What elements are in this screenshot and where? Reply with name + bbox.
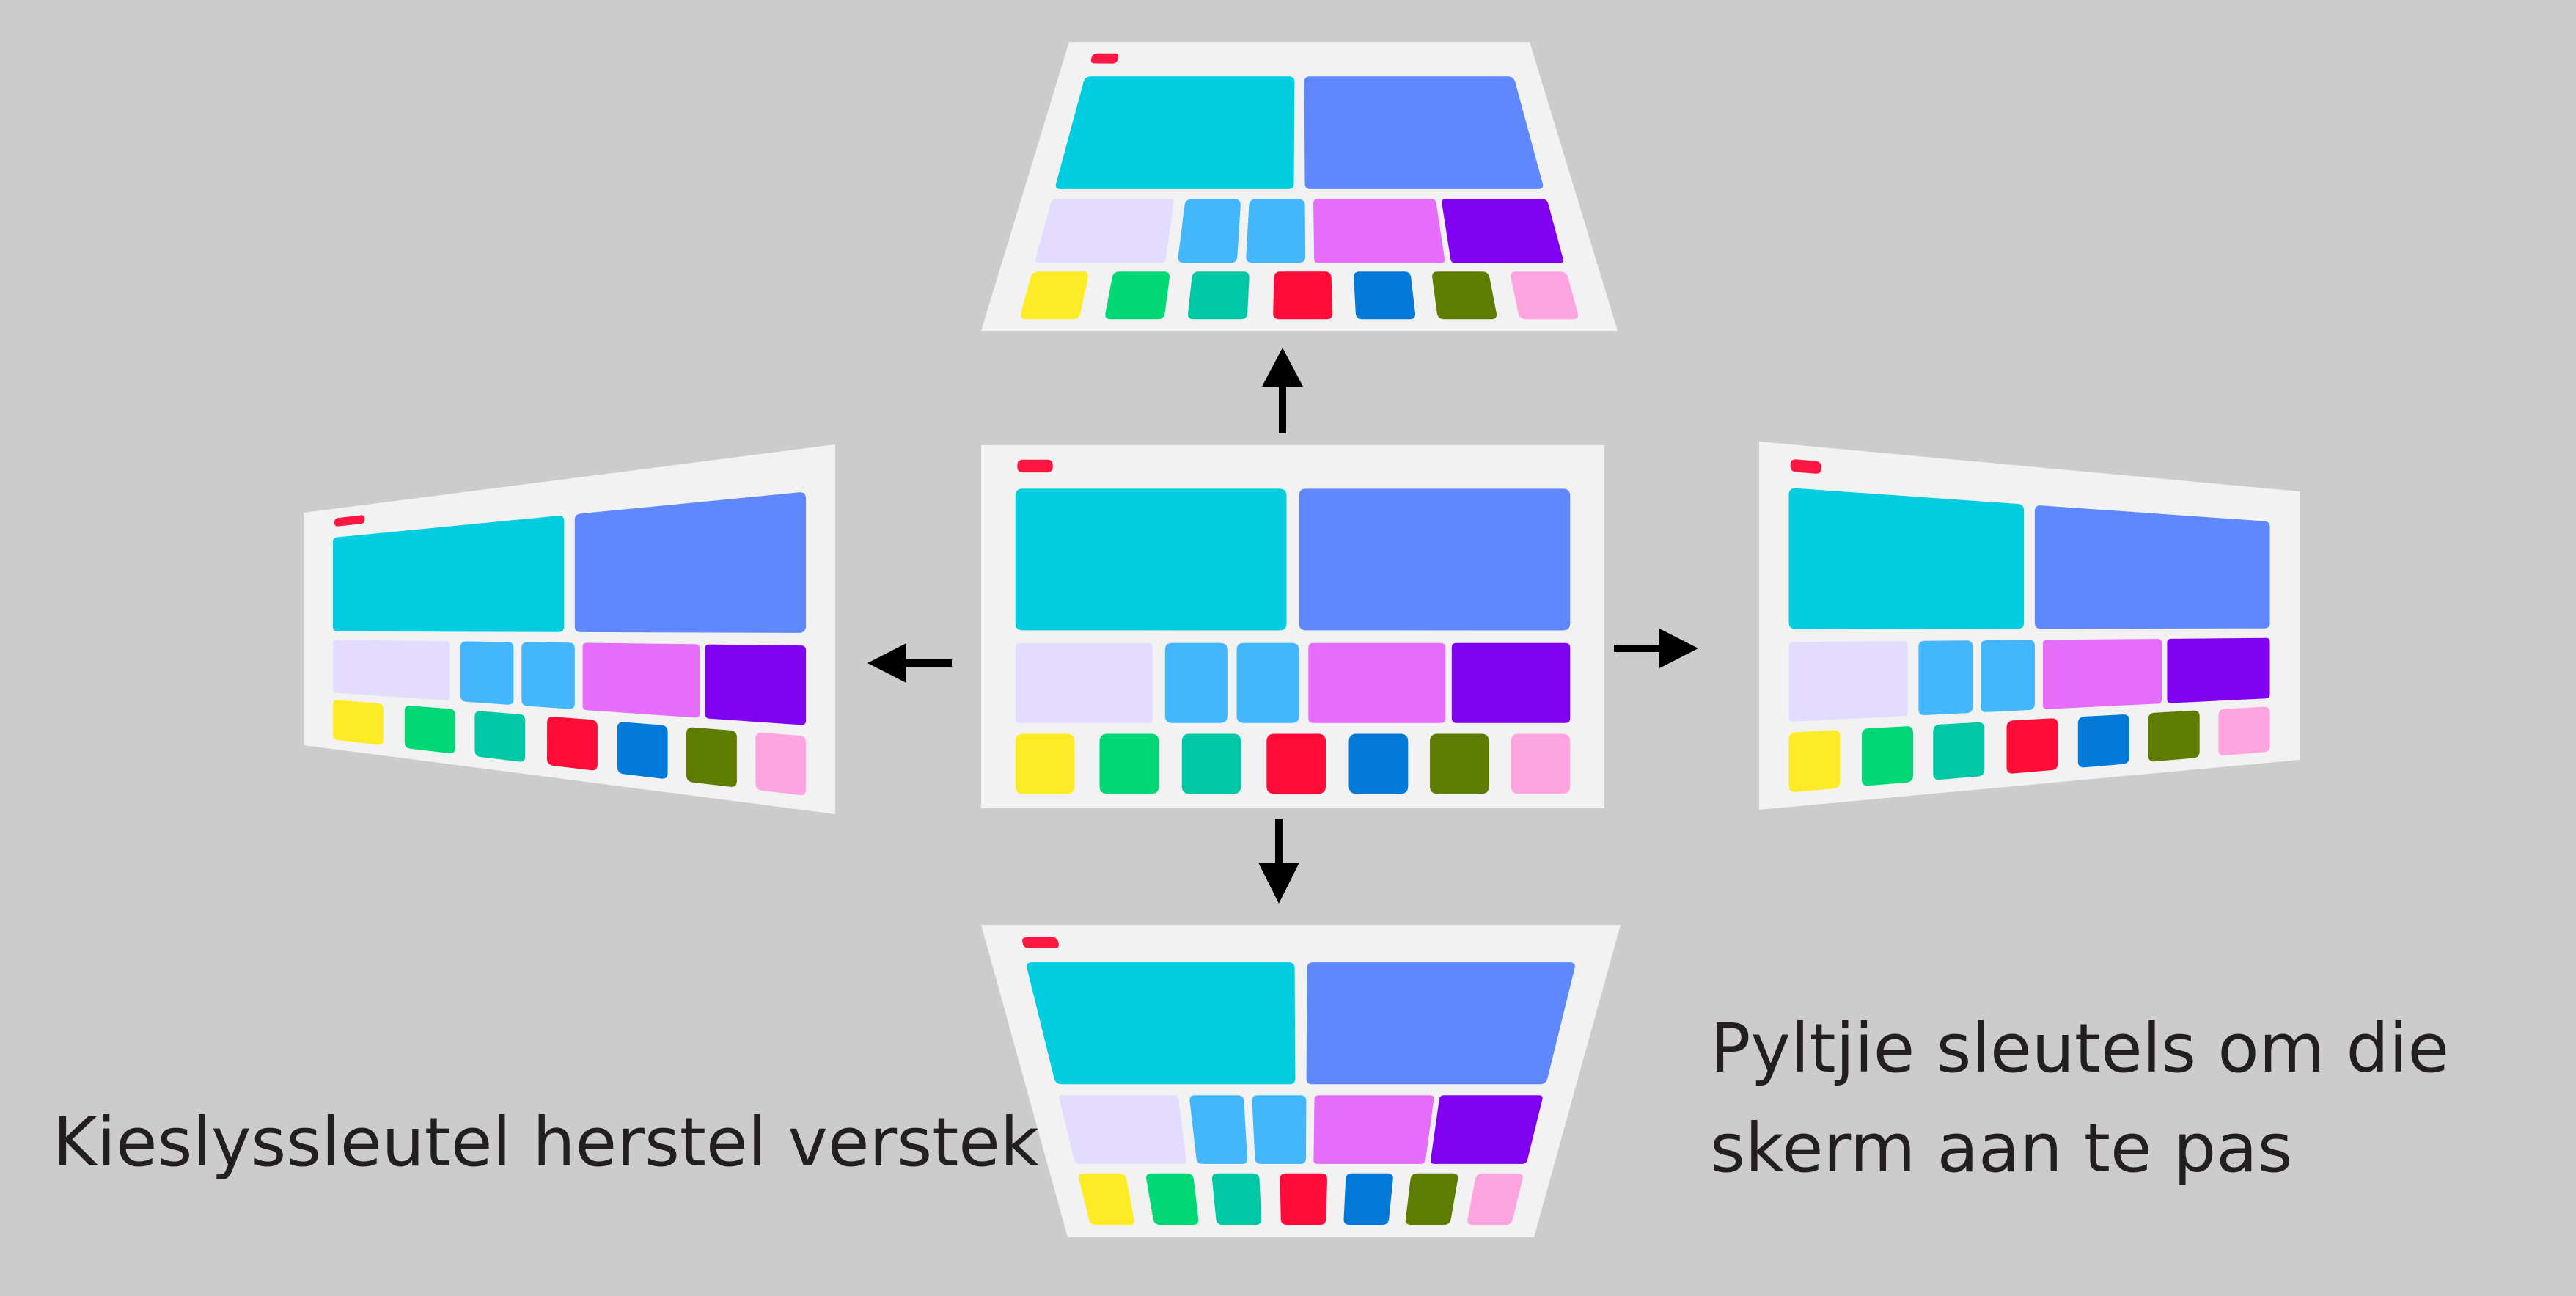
screen-keystone-right xyxy=(1759,442,2300,810)
tile-bottom-red xyxy=(2006,718,2058,774)
tile-bottom-red xyxy=(1273,271,1333,320)
tile-top-left-panel xyxy=(1015,488,1287,631)
tile-mid-purple xyxy=(1451,642,1571,723)
tile-bottom-yellow xyxy=(332,700,384,745)
screen-keystone-down xyxy=(981,925,1621,1237)
tile-mid-sky-2 xyxy=(1246,199,1306,263)
tile-top-right-panel xyxy=(574,492,807,633)
tile-bottom-green xyxy=(1099,733,1159,794)
tile-mid-sky-1 xyxy=(1164,642,1228,723)
tile-bottom-blue xyxy=(1343,1173,1393,1225)
arrow-up-icon xyxy=(1262,348,1303,433)
tile-mid-lilac xyxy=(1035,199,1174,263)
tile-bottom-blue xyxy=(617,722,668,779)
tile-mid-sky-2 xyxy=(1252,1095,1307,1164)
tile-bottom-teal xyxy=(1933,722,1985,780)
tile-bottom-teal xyxy=(474,711,526,762)
tile-bottom-red xyxy=(1280,1173,1328,1225)
tile-bottom-lightpink xyxy=(1511,733,1571,794)
arrow-keys-caption: Pyltjie sleutels om die skerm aan te pas xyxy=(1710,999,2449,1198)
tile-mid-purple xyxy=(2167,637,2270,703)
tile-bottom-lightpink xyxy=(2218,706,2270,756)
tile-top-right-panel xyxy=(1304,76,1544,189)
tile-bottom-yellow xyxy=(1079,1173,1134,1225)
tile-mid-pink xyxy=(1308,642,1446,723)
screen-indicator xyxy=(1090,53,1119,64)
screen-indicator xyxy=(1022,937,1059,948)
screen-indicator xyxy=(1017,459,1053,473)
tile-bottom-olive xyxy=(1432,271,1497,320)
reset-default-caption: Kieslyssleutel herstel verstek xyxy=(53,1103,1040,1182)
tile-mid-purple xyxy=(705,644,807,725)
arrow-left-icon xyxy=(867,643,952,683)
tile-mid-pink xyxy=(1313,199,1445,263)
tile-bottom-teal xyxy=(1188,271,1250,320)
tile-mid-sky-1 xyxy=(1189,1095,1248,1164)
tile-bottom-yellow xyxy=(1788,730,1841,792)
tile-top-left-panel xyxy=(1027,962,1296,1085)
tile-bottom-teal xyxy=(1211,1173,1262,1225)
tile-mid-purple xyxy=(1431,1095,1543,1164)
tile-bottom-olive xyxy=(1405,1173,1458,1225)
tile-mid-pink xyxy=(2042,639,2162,709)
tile-bottom-red xyxy=(547,717,598,771)
tile-bottom-teal xyxy=(1181,733,1241,794)
tile-mid-sky-1 xyxy=(460,641,514,705)
arrow-right-icon xyxy=(1614,629,1698,668)
tile-mid-lilac xyxy=(1015,642,1153,723)
tile-bottom-lightpink xyxy=(1467,1173,1523,1225)
tile-top-right-panel xyxy=(1299,488,1571,631)
tile-top-left-panel xyxy=(1055,76,1295,189)
tile-top-left-panel xyxy=(332,516,565,632)
tile-bottom-lightpink xyxy=(755,732,807,796)
tile-bottom-blue xyxy=(1348,733,1409,794)
tile-mid-lilac xyxy=(1788,640,1908,722)
tile-bottom-blue xyxy=(2077,714,2129,768)
tile-bottom-lightpink xyxy=(1511,271,1579,320)
screen-keystone-left xyxy=(304,444,835,814)
arrow-keys-caption-line1: Pyltjie sleutels om die xyxy=(1710,1009,2450,1088)
tile-mid-sky-1 xyxy=(1178,199,1241,263)
tile-bottom-blue xyxy=(1354,271,1415,320)
tile-bottom-green xyxy=(1862,726,1913,786)
tile-top-left-panel xyxy=(1788,488,2025,629)
tile-mid-lilac xyxy=(1059,1095,1186,1164)
screen-indicator xyxy=(1790,459,1821,474)
tile-bottom-red xyxy=(1266,733,1326,794)
tile-mid-lilac xyxy=(332,640,450,700)
tile-mid-pink xyxy=(582,642,700,718)
tile-mid-sky-2 xyxy=(1981,640,2035,712)
tile-bottom-olive xyxy=(1430,733,1489,794)
tile-mid-sky-1 xyxy=(1918,640,1973,716)
arrow-down-icon xyxy=(1258,819,1299,904)
screen-indicator xyxy=(334,515,365,527)
tile-mid-pink xyxy=(1313,1095,1434,1164)
tile-bottom-green xyxy=(1146,1173,1199,1225)
tile-mid-sky-2 xyxy=(521,642,575,709)
tile-mid-purple xyxy=(1442,199,1564,263)
arrow-keys-caption-line2: skerm aan te pas xyxy=(1710,1109,2293,1187)
tile-bottom-olive xyxy=(2148,710,2200,762)
tile-top-right-panel xyxy=(1306,962,1575,1085)
tile-bottom-green xyxy=(404,706,455,754)
tile-mid-sky-2 xyxy=(1236,642,1299,723)
tile-bottom-yellow xyxy=(1015,733,1075,794)
tile-bottom-yellow xyxy=(1020,271,1088,320)
screen-keystone-up xyxy=(981,42,1618,331)
tile-top-right-panel xyxy=(2034,505,2270,629)
tile-bottom-olive xyxy=(686,727,737,787)
tile-bottom-green xyxy=(1105,271,1170,320)
screen-default xyxy=(981,445,1604,808)
